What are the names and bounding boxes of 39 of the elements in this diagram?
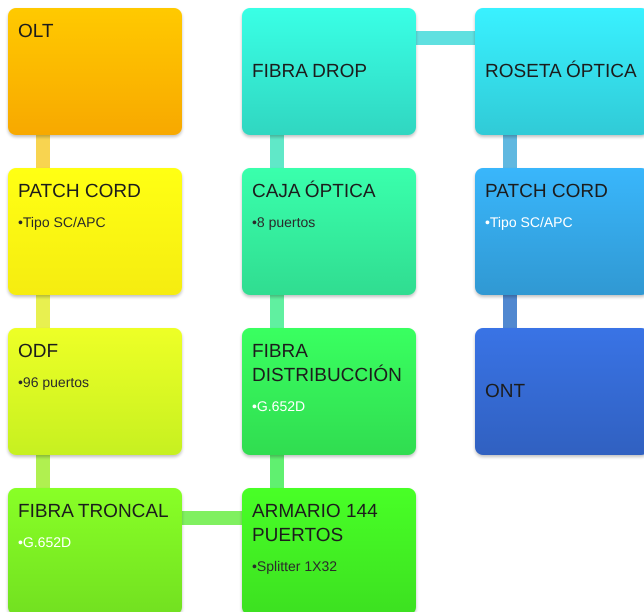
connector-bar [503, 135, 517, 168]
process-box [242, 8, 416, 135]
box-title: PATCH CORD [18, 180, 142, 204]
connector-bar [503, 295, 517, 328]
connector-bar [36, 295, 50, 328]
connector-bar [270, 135, 284, 168]
box-title: ROSETA ÓPTICA [485, 60, 638, 84]
connector-bar [270, 455, 284, 488]
bullet-text: •G.652D [18, 534, 72, 550]
box-title: CAJA ÓPTICA [252, 180, 377, 204]
box-title: FIBRA DROP [252, 60, 368, 84]
bullet-text: •96 puertos [18, 374, 90, 390]
connector-bar [270, 295, 284, 328]
process-box [8, 8, 182, 135]
bullet-text: •8 puertos [252, 214, 316, 230]
box-title: FIBRA DISTRIBUCCIÓN [252, 340, 403, 388]
process-box [475, 8, 644, 135]
process-box [242, 168, 416, 295]
box-title: FIBRA TRONCAL [18, 500, 170, 524]
process-box [8, 488, 182, 612]
process-box [8, 328, 182, 455]
connector-bar [416, 31, 475, 45]
box-title: PATCH CORD [485, 180, 609, 204]
box-title: ARMARIO 144 PUERTOS [252, 500, 379, 548]
process-box [8, 168, 182, 295]
process-box [475, 168, 644, 295]
process-box [242, 488, 416, 612]
process-box [475, 328, 644, 455]
connector-bar [36, 455, 50, 488]
process-box [242, 328, 416, 455]
connector-bar [182, 511, 242, 525]
bullet-text: •G.652D [252, 398, 306, 414]
bullet-text: •Tipo SC/APC [485, 214, 574, 230]
bullet-text: •Splitter 1X32 [252, 558, 338, 574]
box-title: ONT [485, 380, 526, 404]
connector-bar [36, 135, 50, 168]
box-title: ODF [18, 340, 60, 364]
bullet-text: •Tipo SC/APC [18, 214, 107, 230]
box-title: OLT [18, 20, 55, 44]
